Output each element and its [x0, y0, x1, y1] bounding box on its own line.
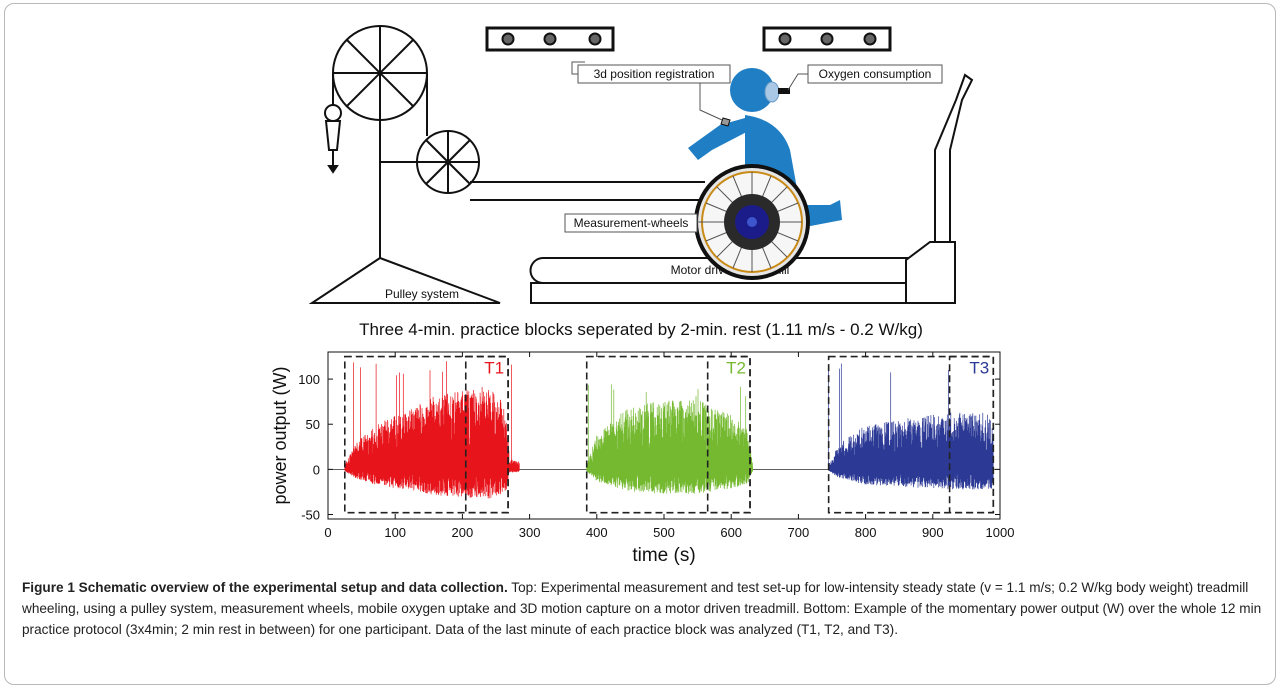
practice-block-box-3 — [585, 355, 751, 514]
y-tick-label: 50 — [306, 417, 320, 432]
block-label-t3: T3 — [969, 359, 989, 378]
x-tick-label: 1000 — [986, 525, 1015, 540]
x-tick-label: 900 — [922, 525, 944, 540]
position-label-box: 3d position registration — [571, 61, 731, 121]
caption-title: Figure 1 Schematic overview of the exper… — [22, 580, 508, 595]
pulley-system-drawing — [308, 25, 705, 304]
y-tick-label: -50 — [301, 507, 320, 522]
x-tick-label: 100 — [384, 525, 406, 540]
setup-schematic: Pulley system Motor driven Treadmill 3d — [308, 25, 974, 304]
series-line-t3 — [828, 363, 994, 490]
oxygen-label-box: Oxygen consumption — [787, 64, 943, 91]
x-tick-label: 0 — [324, 525, 331, 540]
wheelchair-athlete-drawing — [688, 68, 842, 280]
x-tick-label: 600 — [720, 525, 742, 540]
position-label: 3d position registration — [594, 67, 715, 81]
x-axis-label: time (s) — [632, 545, 695, 566]
y-axis-label: power output (W) — [270, 366, 290, 504]
pulley-label: Pulley system — [385, 287, 459, 301]
wheels-label-box: Measurement-wheels — [564, 213, 712, 233]
x-tick-label: 500 — [653, 525, 675, 540]
caption-text: Top: Experimental measurement and test s… — [22, 580, 1262, 637]
series-line-t2 — [586, 384, 753, 494]
wheels-label: Measurement-wheels — [574, 216, 689, 230]
block-label-t2: T2 — [726, 359, 746, 378]
series-line-t1 — [344, 361, 520, 499]
oxygen-label: Oxygen consumption — [819, 67, 932, 81]
treadmill-drawing — [529, 73, 974, 304]
y-tick-label: 100 — [298, 372, 320, 387]
x-tick-label: 700 — [788, 525, 810, 540]
x-tick-label: 300 — [519, 525, 541, 540]
x-tick-label: 800 — [855, 525, 877, 540]
x-tick-label: 200 — [452, 525, 474, 540]
practice-block-box-1 — [343, 355, 509, 514]
chart-title: Three 4-min. practice blocks seperated b… — [359, 320, 923, 339]
figure-caption: Figure 1 Schematic overview of the exper… — [22, 577, 1262, 640]
x-tick-label: 400 — [586, 525, 608, 540]
figure-frame — [4, 3, 1276, 685]
y-tick-label: 0 — [313, 462, 320, 477]
practice-block-box-6 — [948, 355, 995, 514]
block-label-t1: T1 — [484, 359, 504, 378]
camera-bar-left — [485, 26, 615, 52]
camera-bar-right — [762, 26, 892, 52]
